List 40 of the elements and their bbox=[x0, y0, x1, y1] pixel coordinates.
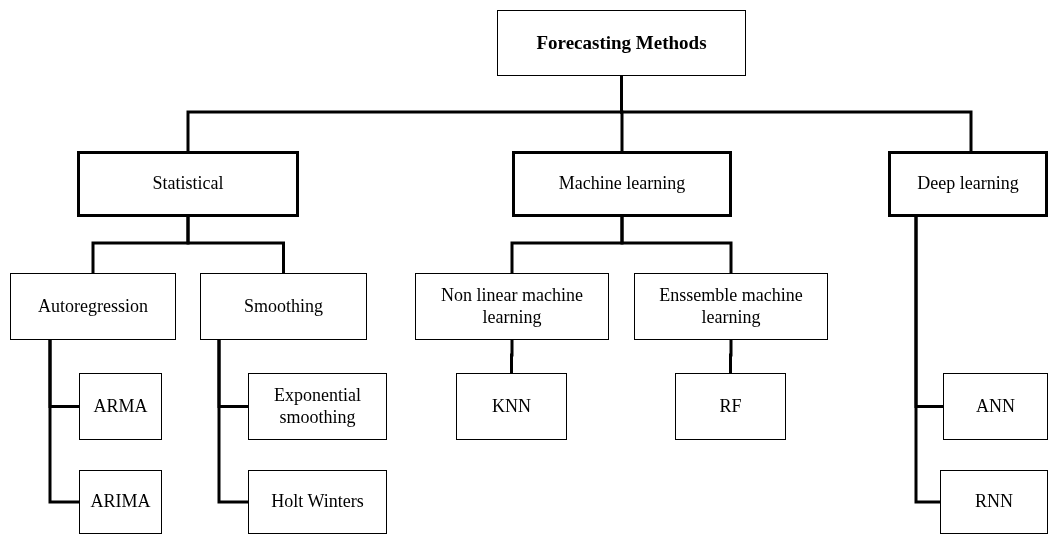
process-box bbox=[200, 273, 367, 340]
node-label: Deep learning bbox=[917, 173, 1019, 195]
node-label: Enssemble machine learning bbox=[658, 284, 804, 329]
process-box bbox=[79, 373, 162, 440]
connector-line bbox=[48, 340, 79, 504]
connector-line bbox=[914, 217, 940, 504]
node-label: Statistical bbox=[152, 173, 224, 195]
process-box bbox=[634, 273, 828, 340]
process-box bbox=[675, 373, 786, 440]
process-box bbox=[77, 151, 299, 217]
process-box bbox=[248, 470, 387, 534]
node-label: RNN bbox=[975, 491, 1013, 513]
process-box bbox=[248, 373, 387, 440]
connector-line bbox=[217, 340, 248, 504]
process-box bbox=[512, 151, 732, 217]
node-label: Machine learning bbox=[558, 173, 686, 195]
process-box bbox=[943, 373, 1048, 440]
connector-line bbox=[729, 340, 733, 373]
node-label: Smoothing bbox=[244, 295, 323, 318]
node-label: KNN bbox=[492, 395, 531, 418]
node-label: ANN bbox=[976, 395, 1015, 418]
process-box bbox=[497, 10, 746, 76]
node-label: ARIMA bbox=[90, 491, 151, 513]
node-label: Autoregression bbox=[38, 295, 148, 318]
process-box bbox=[456, 373, 567, 440]
node-label: RF bbox=[719, 395, 742, 418]
process-box bbox=[888, 151, 1048, 217]
node-label: Forecasting Methods bbox=[536, 31, 707, 55]
node-label: Holt Winters bbox=[271, 491, 364, 513]
process-box bbox=[79, 470, 162, 534]
connector-line bbox=[620, 217, 733, 273]
node-label: Non linear machine learning bbox=[440, 284, 584, 329]
connector-line bbox=[510, 340, 514, 373]
node-label: Exponential smoothing bbox=[273, 384, 362, 429]
connector-line bbox=[620, 76, 973, 151]
process-box bbox=[940, 470, 1048, 534]
connector-line bbox=[186, 217, 285, 273]
process-box bbox=[10, 273, 176, 340]
process-box bbox=[415, 273, 609, 340]
node-label: ARMA bbox=[93, 395, 148, 418]
